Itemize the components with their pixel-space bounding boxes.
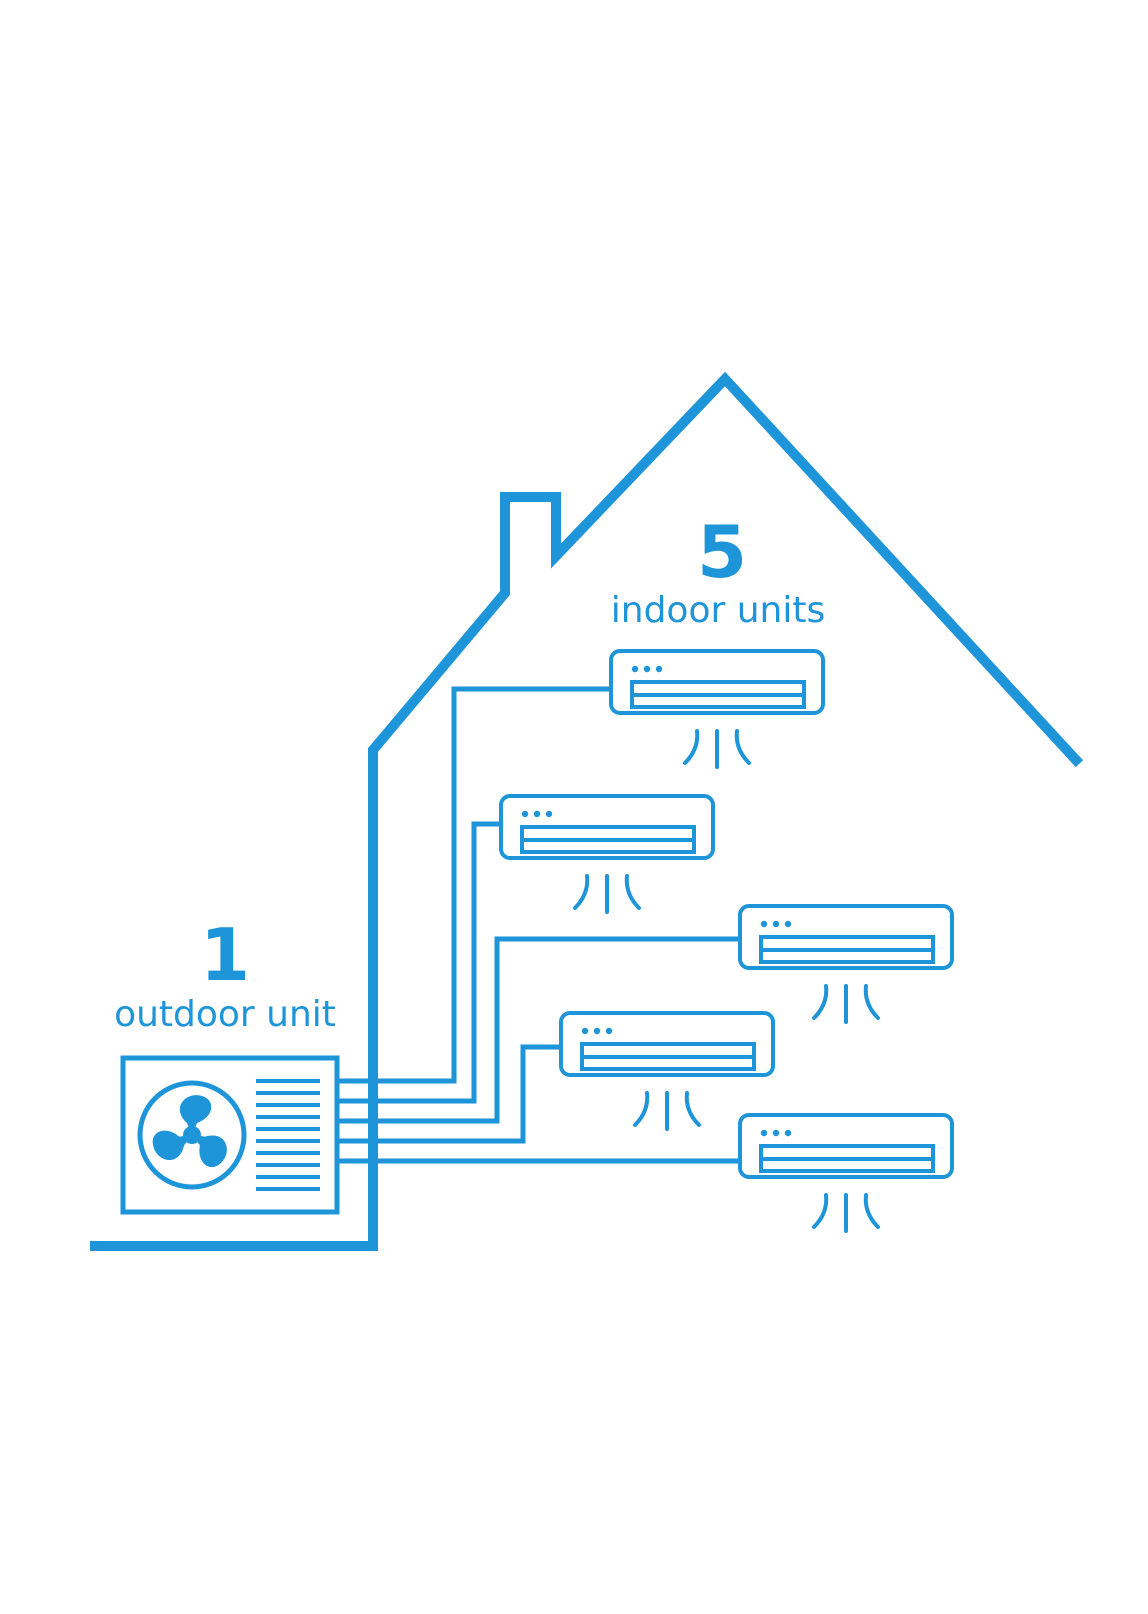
air-conditioner-icon xyxy=(738,904,954,1024)
refrigerant-pipes xyxy=(337,686,740,1164)
air-conditioner-icon xyxy=(609,649,825,769)
pipe-1 xyxy=(337,686,611,1084)
air-conditioner-icon xyxy=(499,794,715,914)
fan-icon xyxy=(152,1095,227,1168)
pipe-4 xyxy=(337,1044,561,1144)
outdoor-unit xyxy=(120,1055,340,1215)
fan-housing xyxy=(137,1080,247,1190)
air-conditioner-icon xyxy=(738,1113,954,1233)
indoor-count: 5 xyxy=(697,510,747,594)
pipe-3 xyxy=(337,936,740,1124)
outdoor-label: outdoor unit xyxy=(114,994,336,1035)
outdoor-count: 1 xyxy=(200,913,250,997)
pipe-2 xyxy=(337,821,501,1104)
vent-grille xyxy=(256,1079,320,1191)
indoor-label: indoor units xyxy=(611,590,825,631)
air-conditioner-icon xyxy=(559,1011,775,1131)
